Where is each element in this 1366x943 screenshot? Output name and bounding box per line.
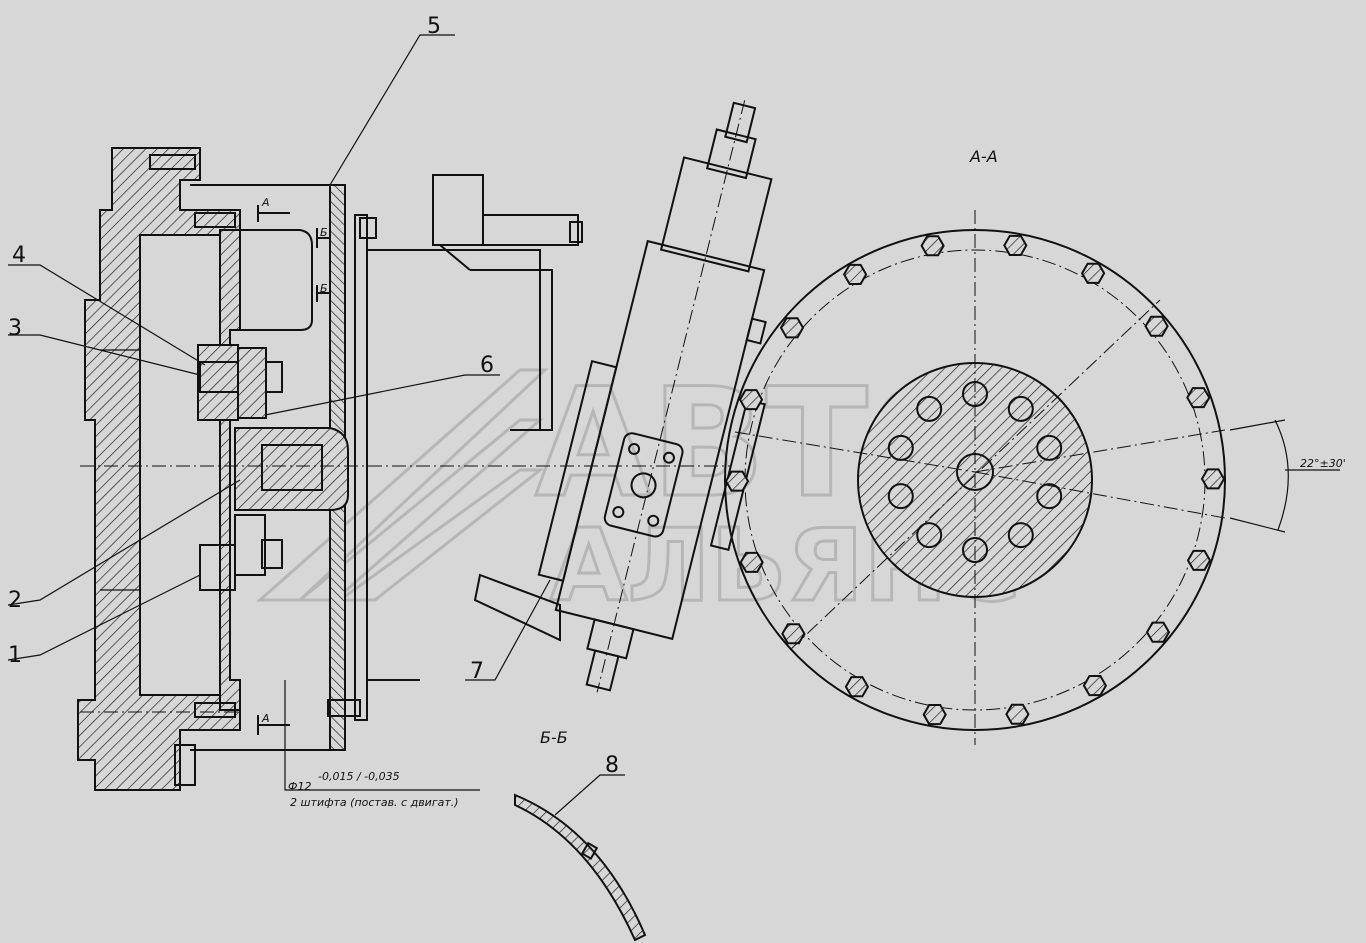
callout-6: 6 xyxy=(480,353,494,378)
section-aa-view xyxy=(724,210,1289,745)
pin-tolerance: -0,015 / -0,035 xyxy=(318,770,400,783)
section-mark-a-top: A xyxy=(261,196,270,209)
inner-bolt-hole xyxy=(1007,395,1034,422)
inner-bolt-hole xyxy=(1007,522,1034,549)
outer-bolt-head xyxy=(1186,387,1211,409)
outer-bolt-head xyxy=(1082,675,1108,697)
outer-bolt-head xyxy=(1005,703,1030,725)
outer-bolt-head xyxy=(1145,621,1171,643)
inner-bolt-hole xyxy=(1036,483,1063,510)
outer-bolt-head xyxy=(1080,262,1106,284)
callout-5: 5 xyxy=(427,14,441,39)
section-bb-label: Б-Б xyxy=(540,728,568,747)
section-markers xyxy=(257,205,330,735)
leader-lines xyxy=(7,34,1340,816)
outer-bolt-head xyxy=(779,317,805,339)
inner-bolt-hole xyxy=(887,483,914,510)
outer-bolt-head xyxy=(1003,234,1028,256)
outer-bolt-head xyxy=(1200,468,1226,490)
callout-numbers: 1 2 3 4 5 6 7 8 xyxy=(8,14,619,778)
section-mark-a-bottom: A xyxy=(261,712,270,725)
section-bb-view xyxy=(514,793,647,942)
section-mark-b-top: Б xyxy=(320,226,328,239)
pump-adaptor xyxy=(370,174,583,431)
callout-1: 1 xyxy=(8,643,22,668)
section-mark-b-bottom: Б xyxy=(320,282,328,295)
angle-dimension: 22°±30' xyxy=(1300,457,1346,470)
callout-2: 2 xyxy=(8,588,22,613)
pump-bracket xyxy=(473,573,561,642)
outer-bolt-head xyxy=(920,235,945,257)
callout-4: 4 xyxy=(12,243,26,268)
outer-bolt-head xyxy=(781,623,806,645)
outer-bolt-head xyxy=(922,704,947,726)
bolts xyxy=(149,154,377,786)
outer-bolt-head xyxy=(1186,549,1212,571)
inner-bolt-hole xyxy=(916,522,943,549)
outer-bolt-heads xyxy=(724,234,1226,726)
callout-7: 7 xyxy=(470,659,484,684)
inner-bolt-holes xyxy=(887,381,1063,563)
outer-bolt-head xyxy=(1144,315,1169,337)
outer-bolt-head xyxy=(738,389,764,411)
outer-bolt-head xyxy=(842,263,868,285)
engine-housing xyxy=(77,147,241,791)
inner-bolt-hole xyxy=(962,537,988,563)
callout-3: 3 xyxy=(8,316,22,341)
pin-note: 2 штифта (постав. с двигат.) xyxy=(290,796,459,809)
pin-diameter: Ф12 xyxy=(288,780,311,793)
outer-bolt-head xyxy=(724,470,750,492)
section-aa-label: A-A xyxy=(969,147,998,166)
shaft-assembly xyxy=(80,344,730,591)
inner-bolt-hole xyxy=(916,395,943,422)
outer-bolt-head xyxy=(739,551,764,573)
outer-bolt-head xyxy=(844,676,870,698)
callout-8: 8 xyxy=(605,753,619,778)
